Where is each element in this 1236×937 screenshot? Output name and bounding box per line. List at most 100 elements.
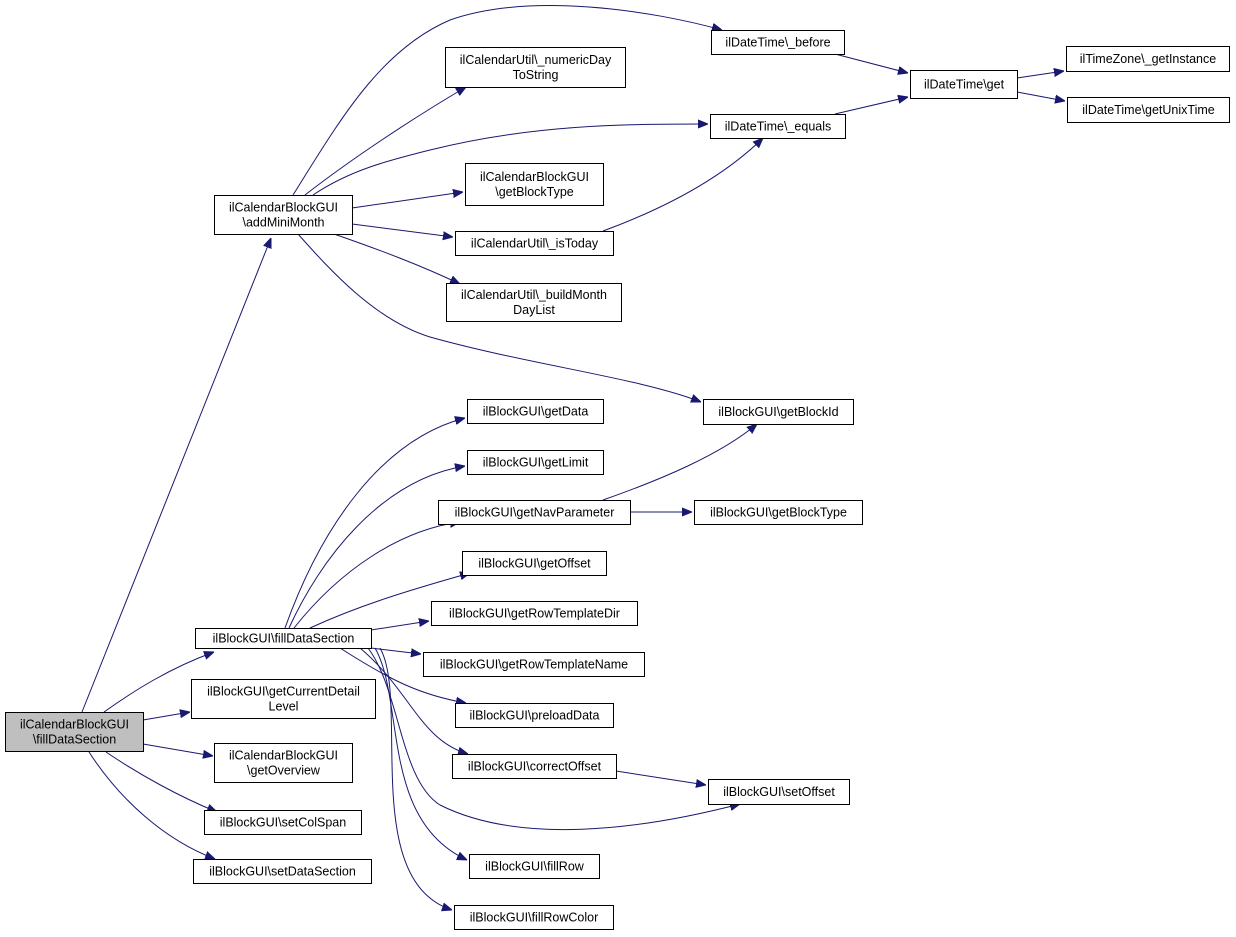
node-getNavParameter[interactable]: ilBlockGUI\getNavParameter xyxy=(438,500,631,525)
edge-dtBefore-to-dtGet xyxy=(834,53,908,73)
node-box xyxy=(711,30,845,55)
node-label: ilCalendarUtil\_buildMonth xyxy=(461,288,607,302)
node-label: ilBlockGUI\getBlockType xyxy=(710,506,847,520)
node-setDataSection[interactable]: ilBlockGUI\setDataSection xyxy=(193,859,372,884)
node-calGetBlockType[interactable]: ilCalendarBlockGUI\getBlockType xyxy=(465,163,604,206)
node-blockGetBlockType[interactable]: ilBlockGUI\getBlockType xyxy=(694,500,863,525)
node-getOffset[interactable]: ilBlockGUI\getOffset xyxy=(462,551,607,576)
node-fillRowColor[interactable]: ilBlockGUI\fillRowColor xyxy=(454,905,614,930)
edge-getNavParameter-to-getBlockId xyxy=(602,424,757,501)
edge-blockFillDataSection-to-getData xyxy=(284,418,465,629)
node-setOffset[interactable]: ilBlockGUI\setOffset xyxy=(708,779,850,805)
node-getRowTemplateDir[interactable]: ilBlockGUI\getRowTemplateDir xyxy=(431,601,638,626)
node-label: ilBlockGUI\getData xyxy=(483,405,589,419)
edge-blockFillDataSection-to-getRowTemplateDir xyxy=(370,621,429,631)
edge-correctOffset-to-setOffset xyxy=(615,770,706,785)
node-label: ilBlockGUI\getOffset xyxy=(478,557,591,571)
node-label: ilCalendarBlockGUI xyxy=(229,201,338,215)
node-box xyxy=(214,195,353,235)
node-box xyxy=(694,500,863,525)
node-label: ilBlockGUI\getCurrentDetail xyxy=(207,685,360,699)
node-label: ilCalendarUtil\_isToday xyxy=(471,237,599,251)
node-label: \getOverview xyxy=(247,764,321,778)
node-dtEquals[interactable]: ilDateTime\_equals xyxy=(710,114,846,139)
node-label: ilBlockGUI\getRowTemplateDir xyxy=(449,607,620,621)
node-box xyxy=(204,810,362,835)
node-dtGet[interactable]: ilDateTime\get xyxy=(910,70,1018,99)
node-getLimit[interactable]: ilBlockGUI\getLimit xyxy=(467,450,604,475)
node-label: ilBlockGUI\getRowTemplateName xyxy=(440,658,628,672)
node-getData[interactable]: ilBlockGUI\getData xyxy=(467,399,604,424)
node-fillRow[interactable]: ilBlockGUI\fillRow xyxy=(469,854,600,879)
node-label: \addMiniMonth xyxy=(243,216,325,230)
edge-blockFillDataSection-to-preloadData xyxy=(339,647,466,703)
node-label: ilBlockGUI\getBlockId xyxy=(718,405,838,419)
nodes-layer: ilCalendarBlockGUI\fillDataSectionilCale… xyxy=(5,30,1230,930)
node-correctOffset[interactable]: ilBlockGUI\correctOffset xyxy=(452,754,617,779)
node-setColSpan[interactable]: ilBlockGUI\setColSpan xyxy=(204,810,362,835)
node-box xyxy=(195,628,372,649)
edge-dtEquals-to-dtGet xyxy=(834,97,908,115)
node-label: ilBlockGUI\setColSpan xyxy=(220,816,346,830)
node-label: ilBlockGUI\preloadData xyxy=(470,709,600,723)
node-preloadData[interactable]: ilBlockGUI\preloadData xyxy=(455,703,614,728)
node-box xyxy=(910,70,1018,99)
node-box xyxy=(1066,46,1230,72)
edge-root-to-calGetOverview xyxy=(142,743,213,756)
node-label: \fillDataSection xyxy=(33,733,116,747)
node-label: ilBlockGUI\fillDataSection xyxy=(213,632,355,646)
node-box xyxy=(455,231,614,256)
edge-root-to-addMiniMonth xyxy=(81,238,271,713)
edge-blockFillDataSection-to-setOffset xyxy=(367,647,740,831)
node-label: ilDateTime\getUnixTime xyxy=(1082,103,1214,117)
node-box xyxy=(214,743,353,783)
node-box xyxy=(462,551,607,576)
edge-addMiniMonth-to-isToday xyxy=(351,223,453,237)
node-box xyxy=(193,859,372,884)
node-label: ilDateTime\_before xyxy=(725,36,830,50)
edges-layer xyxy=(81,5,1065,910)
node-dtBefore[interactable]: ilDateTime\_before xyxy=(711,30,845,55)
edge-dtGet-to-getUnixTime xyxy=(1016,91,1065,101)
node-label: ilBlockGUI\fillRowColor xyxy=(470,911,599,925)
edge-root-to-setColSpan xyxy=(105,751,217,812)
edge-dtGet-to-tzGetInstance xyxy=(1016,71,1064,79)
node-blockFillDataSection[interactable]: ilBlockGUI\fillDataSection xyxy=(195,628,372,649)
node-label: ilBlockGUI\fillRow xyxy=(485,860,585,874)
edge-addMiniMonth-to-dtEquals xyxy=(312,124,708,196)
edge-blockFillDataSection-to-fillRowColor xyxy=(379,647,452,910)
edge-addMiniMonth-to-calGetBlockType xyxy=(351,192,463,209)
node-calGetOverview[interactable]: ilCalendarBlockGUI\getOverview xyxy=(214,743,353,783)
node-label: ilBlockGUI\getLimit xyxy=(483,456,589,470)
node-getRowTemplateName[interactable]: ilBlockGUI\getRowTemplateName xyxy=(423,652,645,677)
node-addMiniMonth[interactable]: ilCalendarBlockGUI\addMiniMonth xyxy=(214,195,353,235)
node-isToday[interactable]: ilCalendarUtil\_isToday xyxy=(455,231,614,256)
node-box xyxy=(467,450,604,475)
node-label: ilDateTime\get xyxy=(924,78,1005,92)
node-box xyxy=(446,283,622,322)
node-getBlockId[interactable]: ilBlockGUI\getBlockId xyxy=(703,399,854,425)
node-label: ilCalendarBlockGUI xyxy=(480,170,589,184)
node-label: ilBlockGUI\correctOffset xyxy=(468,760,602,774)
node-getUnixTime[interactable]: ilDateTime\getUnixTime xyxy=(1067,97,1230,123)
node-box xyxy=(452,754,617,779)
edge-blockFillDataSection-to-getNavParameter xyxy=(293,522,460,629)
node-label: ilCalendarBlockGUI xyxy=(229,749,338,763)
edge-isToday-to-dtEquals xyxy=(602,138,763,232)
node-label: Level xyxy=(269,700,299,714)
node-label: ilBlockGUI\setOffset xyxy=(723,785,835,799)
node-label: \getBlockType xyxy=(495,185,574,199)
node-root[interactable]: ilCalendarBlockGUI\fillDataSection xyxy=(5,712,144,752)
node-box xyxy=(465,163,604,206)
node-box xyxy=(438,500,631,525)
node-label: ilBlockGUI\setDataSection xyxy=(209,865,356,879)
node-tzGetInstance[interactable]: ilTimeZone\_getInstance xyxy=(1066,46,1230,72)
node-box xyxy=(5,712,144,752)
node-label: ilTimeZone\_getInstance xyxy=(1080,52,1216,66)
edge-blockFillDataSection-to-correctOffset xyxy=(359,647,468,754)
node-box xyxy=(710,114,846,139)
